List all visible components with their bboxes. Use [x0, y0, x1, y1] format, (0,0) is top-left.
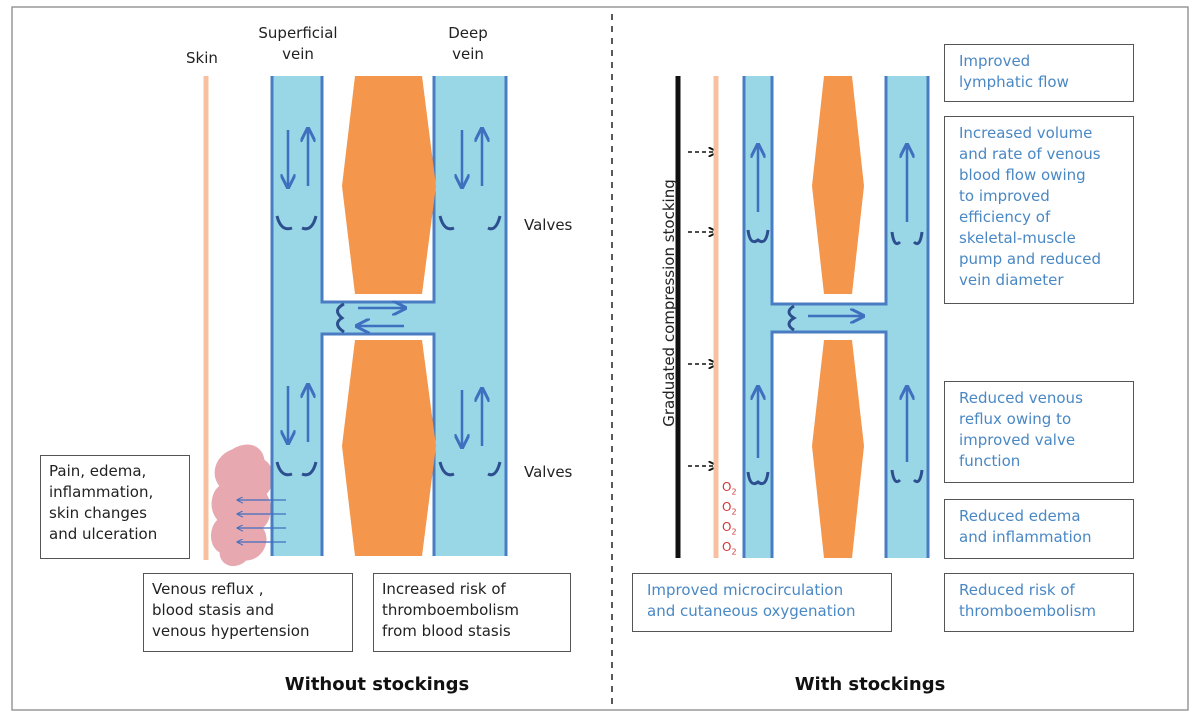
thrombo-reduced-text: Reduced risk of thromboembolism	[959, 581, 1097, 620]
superficial-vein-label: Superficial vein	[258, 24, 338, 63]
oxygen-label-3: O2	[722, 520, 737, 537]
thrombo-risk-box: Increased risk of thromboembolism from b…	[373, 573, 571, 652]
vein-h-left	[272, 76, 506, 556]
oxygen-label-4: O2	[722, 540, 737, 557]
thrombo-reduced-box: Reduced risk of thromboembolism	[944, 573, 1134, 632]
stocking-label: Graduated compression stocking	[660, 179, 678, 427]
right-panel-caption: With stockings	[794, 674, 946, 695]
valves-label-top: Valves	[524, 216, 573, 234]
outer-frame	[11, 6, 1189, 711]
valves-label-bottom: Valves	[524, 463, 573, 481]
edema-blob	[211, 444, 273, 567]
muscle-top-right	[812, 76, 864, 294]
venous-volume-box: Increased volume and rate of venous bloo…	[944, 116, 1134, 304]
symptoms-text: Pain, edema, inflammation, skin changes …	[49, 462, 158, 543]
right-panel-graphics	[675, 76, 930, 558]
microcirculation-text: Improved microcirculation and cutaneous …	[647, 581, 856, 620]
lymphatic-box: Improved lymphatic flow	[944, 44, 1134, 102]
edema-reduced-box: Reduced edema and inflammation	[944, 499, 1134, 559]
muscle-bottom-left	[342, 340, 436, 556]
lymphatic-text: Improved lymphatic flow	[959, 52, 1069, 91]
left-panel-graphics	[203, 76, 508, 567]
reflux-reduced-box: Reduced venous reflux owing to improved …	[944, 381, 1134, 483]
skin-label: Skin	[186, 49, 218, 67]
reflux-reduced-text: Reduced venous reflux owing to improved …	[959, 389, 1083, 470]
venous-reflux-box: Venous reflux , blood stasis and venous …	[143, 573, 353, 652]
left-panel-caption: Without stockings	[284, 674, 470, 695]
edema-reduced-text: Reduced edema and inflammation	[959, 507, 1092, 546]
oxygen-label-2: O2	[722, 500, 737, 517]
microcirculation-box: Improved microcirculation and cutaneous …	[632, 573, 892, 632]
oxygen-label-1: O2	[722, 480, 737, 497]
thrombo-risk-text: Increased risk of thromboembolism from b…	[382, 580, 520, 640]
muscle-top-left	[342, 76, 436, 294]
symptoms-box: Pain, edema, inflammation, skin changes …	[40, 455, 190, 559]
venous-volume-text: Increased volume and rate of venous bloo…	[959, 124, 1102, 289]
muscle-bottom-right	[812, 340, 864, 558]
venous-reflux-text: Venous reflux , blood stasis and venous …	[152, 580, 310, 640]
deep-vein-label: Deep vein	[448, 24, 488, 63]
